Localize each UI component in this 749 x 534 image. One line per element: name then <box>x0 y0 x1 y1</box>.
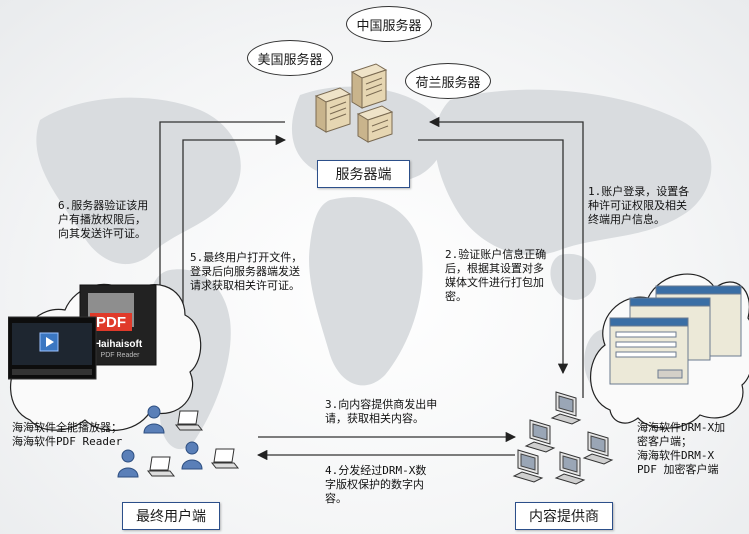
server-netherlands-label: 荷兰服务器 <box>405 63 491 99</box>
user-icon <box>117 449 139 478</box>
pdf-reader-text: PDF Reader <box>101 352 141 359</box>
arrow-step-1 <box>428 116 584 398</box>
laptop-icon <box>147 456 175 477</box>
desktop-computer-icon <box>513 449 543 483</box>
server-usa-label: 美国服务器 <box>247 40 333 76</box>
content-provider-box: 内容提供商 <box>515 502 613 530</box>
desktop-computer-icon <box>551 391 581 425</box>
step-1-text: 1.账户登录，设置各 种许可证权限及相关 终端用户信息。 <box>588 185 690 226</box>
user-icon <box>143 405 165 434</box>
desktop-computer-icon <box>525 419 555 453</box>
player-client-text: 海海软件全能播放器； 海海软件PDF Reader <box>12 421 123 448</box>
server-side-box: 服务器端 <box>317 160 410 188</box>
desktop-computer-icon <box>583 431 613 465</box>
pdf-badge-text: PDF <box>96 314 126 331</box>
end-user-box: 最终用户端 <box>122 502 220 530</box>
user-icon <box>181 441 203 470</box>
encryptor-thumbnail <box>609 285 742 385</box>
server-rack-icon <box>314 63 394 143</box>
arrow-step-2 <box>418 139 569 375</box>
player-thumbnail: PDF Haihaisoft PDF Reader <box>8 284 157 380</box>
end-users-group <box>117 405 239 478</box>
step-3-text: 3.向内容提供商发出申 请，获取相关内容。 <box>325 398 438 425</box>
step-6-text: 6.服务器验证该用 户有播放权限后， 向其发送许可证。 <box>58 199 149 240</box>
server-china-label: 中国服务器 <box>346 6 432 42</box>
laptop-icon <box>175 410 203 431</box>
step-4-text: 4.分发经过DRM-X数 字版权保护的数字内 容。 <box>325 464 427 505</box>
encryptor-client-text: 海海软件DRM-X加 密客户端； 海海软件DRM-X PDF 加密客户端 <box>637 421 726 476</box>
provider-computers-group <box>513 391 613 485</box>
step-5-text: 5.最终用户打开文件， 登录后向服务器端发送 请求获取相关许可证。 <box>190 251 303 292</box>
desktop-computer-icon <box>555 451 585 485</box>
haihaisoft-brand-text: Haihaisoft <box>94 339 143 350</box>
laptop-icon <box>211 448 239 469</box>
step-2-text: 2.验证账户信息正确 后，根据其设置对多 媒体文件进行打包加 密。 <box>445 248 547 303</box>
